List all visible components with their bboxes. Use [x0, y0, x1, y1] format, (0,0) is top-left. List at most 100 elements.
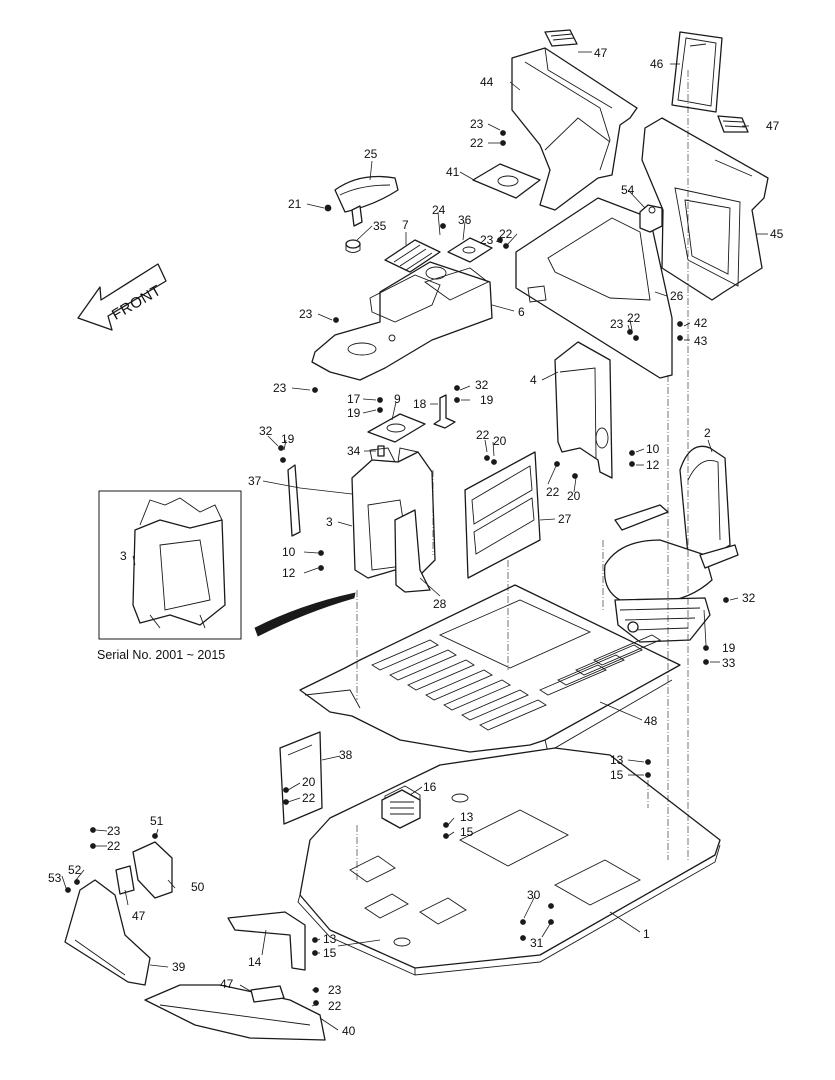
leader-lines	[61, 51, 768, 1031]
part-7-keypad	[384, 239, 441, 273]
callout: 10	[646, 442, 660, 456]
callout: 23	[610, 317, 624, 331]
callout: 4	[530, 373, 537, 387]
part-18-post	[433, 394, 456, 429]
callout: 22	[499, 227, 513, 241]
callout: 19	[480, 393, 494, 407]
callout: 42	[694, 316, 708, 330]
callout: 9	[394, 392, 401, 406]
serial-number-note: Serial No. 2001 ~ 2015	[97, 648, 225, 662]
part-47-vent-top	[544, 29, 578, 47]
part-48-floor-mat	[299, 584, 681, 753]
callout: 47	[132, 909, 146, 923]
callout: 48	[644, 714, 658, 728]
callout: 51	[150, 814, 164, 828]
callout: 13	[610, 753, 624, 767]
callout: 18	[413, 397, 427, 411]
callout: 13	[460, 810, 474, 824]
callout: 23	[299, 307, 313, 321]
callout: 23	[273, 381, 287, 395]
callout: 24	[432, 203, 446, 217]
callout: 28	[433, 597, 447, 611]
callout: 27	[558, 512, 572, 526]
callout: 30	[527, 888, 541, 902]
callout: 31	[530, 936, 544, 950]
front-arrow-icon: FRONT	[77, 263, 167, 331]
callout: 20	[567, 489, 581, 503]
callout: 3	[120, 549, 127, 563]
callout: 32	[259, 424, 273, 438]
callout: 3	[326, 515, 333, 529]
callout: 52	[68, 863, 82, 877]
callout: 13	[323, 932, 337, 946]
callout: 6	[518, 305, 525, 319]
callout: 20	[493, 434, 507, 448]
callout: 33	[722, 656, 736, 670]
serial-inset-box: Serial No. 2001 ~ 2015	[97, 490, 242, 662]
part-27-panel	[464, 451, 541, 579]
part-21-bolt	[324, 204, 332, 212]
callout: 14	[248, 955, 262, 969]
callout: 23	[107, 824, 121, 838]
inset-pointer-arc	[254, 592, 356, 637]
callout: 40	[342, 1024, 356, 1038]
part-54-switch	[639, 204, 663, 233]
callout: 15	[610, 768, 624, 782]
callout: 22	[627, 311, 641, 325]
callout: 1	[643, 927, 650, 941]
part-50-cover	[132, 841, 173, 899]
part-38-bracket	[279, 731, 323, 825]
callout: 12	[646, 458, 660, 472]
part-35-knob	[345, 239, 361, 253]
callout: 43	[694, 334, 708, 348]
hardware-fasteners	[65, 130, 729, 1006]
callout: 53	[48, 871, 62, 885]
part-34-pin	[377, 445, 385, 457]
callout: 23	[328, 983, 342, 997]
callout: 37	[248, 474, 262, 488]
callout: 47	[594, 46, 608, 60]
part-25-armrest	[334, 175, 399, 227]
callout: 47	[220, 977, 234, 991]
part-2-seat	[603, 445, 739, 643]
part-6-console	[311, 261, 493, 381]
part-46-panel	[671, 31, 723, 113]
callout: 22	[546, 485, 560, 499]
callout: 39	[172, 960, 186, 974]
callout: 38	[339, 748, 353, 762]
part-37-strip	[287, 464, 301, 537]
part-36-plate	[447, 237, 493, 263]
callout: 22	[302, 791, 316, 805]
callout: 19	[347, 406, 361, 420]
callout: 22	[470, 136, 484, 150]
part-14-bracket	[227, 911, 306, 971]
callout: 47	[766, 119, 780, 133]
callout: 32	[475, 378, 489, 392]
callout: 16	[423, 780, 437, 794]
callout: 26	[670, 289, 684, 303]
callout: 17	[347, 392, 361, 406]
callout: 32	[742, 591, 756, 605]
callout: 22	[476, 428, 490, 442]
part-1-floor-plate	[297, 747, 721, 976]
callout: 54	[621, 183, 635, 197]
callout: 19	[722, 641, 736, 655]
callout: 41	[446, 165, 460, 179]
part-44-rear-cover	[511, 47, 638, 211]
callout: 21	[288, 197, 302, 211]
callout: 2	[704, 426, 711, 440]
callout: 22	[328, 999, 342, 1013]
part-16-grommet	[381, 789, 421, 829]
callout-numbers: 47 46 44 47 23 22 25 41 54 45 21 35 7 24…	[48, 46, 784, 1038]
part-4-bracket	[554, 341, 613, 479]
callout: 10	[282, 545, 296, 559]
part-3-column	[351, 447, 436, 579]
callout: 15	[323, 946, 337, 960]
part-47-vent-right	[717, 115, 749, 133]
callout: 12	[282, 566, 296, 580]
callout: 23	[480, 233, 494, 247]
callout: 44	[480, 75, 494, 89]
callout: 35	[373, 219, 387, 233]
callout: 34	[347, 444, 361, 458]
